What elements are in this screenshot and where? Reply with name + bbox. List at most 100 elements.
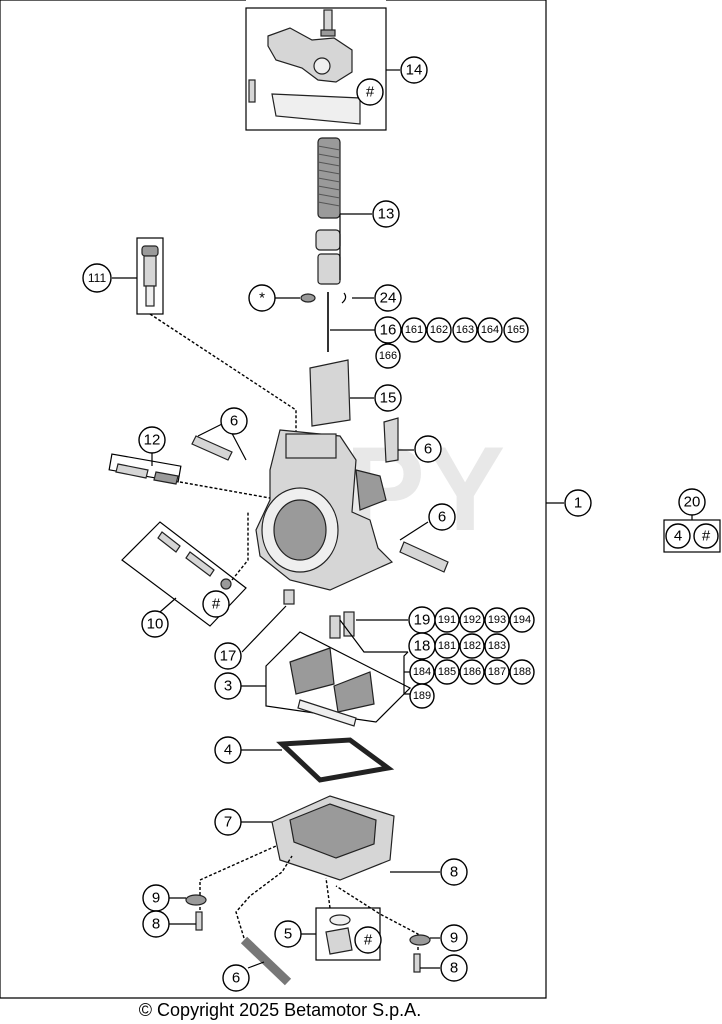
callout-4[interactable]: 4 [214,736,242,764]
callout-111[interactable]: 111 [82,263,112,293]
svg-text:12: 12 [144,432,161,449]
svg-text:#: # [364,932,373,949]
callout-188[interactable]: 188 [509,659,535,685]
svg-text:3: 3 [224,678,232,695]
callout-18[interactable]: 18 [408,632,436,660]
callout-165[interactable]: 165 [503,317,529,343]
callout-1[interactable]: 1 [564,489,592,517]
callout-hash-10[interactable]: # [202,590,230,618]
svg-text:#: # [212,596,221,613]
callout-185[interactable]: 185 [434,659,460,685]
svg-text:184: 184 [413,666,431,678]
callout-8-left[interactable]: 8 [142,910,170,938]
callout-8-right[interactable]: 8 [440,858,468,886]
svg-text:*: * [259,290,265,307]
svg-text:16: 16 [380,322,397,339]
callout-5[interactable]: 5 [274,920,302,948]
callout-12[interactable]: 12 [138,426,166,454]
callout-6-right[interactable]: 6 [414,435,442,463]
callout-6-mid[interactable]: 6 [428,503,456,531]
svg-text:#: # [366,84,375,101]
svg-text:7: 7 [224,814,232,831]
svg-text:161: 161 [405,324,423,336]
callout-hash-kit[interactable]: # [693,523,719,549]
needle-jet-part [329,615,341,639]
callout-hash-5[interactable]: # [354,926,382,954]
callout-14[interactable]: 14 [400,56,428,84]
bowl-screw-part-2 [413,953,421,973]
svg-text:182: 182 [463,640,481,652]
svg-text:6: 6 [232,970,240,987]
callout-192[interactable]: 192 [459,607,485,633]
callout-8-bottom[interactable]: 8 [440,954,468,982]
callout-184[interactable]: 184 [409,659,435,685]
callout-181[interactable]: 181 [434,633,460,659]
air-screw-part [141,245,159,307]
top-cap-part [248,9,361,125]
svg-text:187: 187 [488,666,506,678]
callout-164[interactable]: 164 [477,317,503,343]
svg-text:1: 1 [574,495,582,512]
svg-text:165: 165 [507,324,525,336]
svg-text:189: 189 [413,690,431,702]
throttle-spring-part [315,137,341,285]
needle-washer-part [300,293,316,303]
callout-163[interactable]: 163 [452,317,478,343]
svg-text:19: 19 [414,612,431,629]
float-bowl-part [271,795,395,881]
callout-3[interactable]: 3 [214,672,242,700]
callout-186[interactable]: 186 [459,659,485,685]
svg-text:162: 162 [430,324,448,336]
callout-6-bottom[interactable]: 6 [222,964,250,992]
float-part [289,647,375,727]
overflow-hose-part [240,936,292,986]
svg-text:181: 181 [438,640,456,652]
svg-text:13: 13 [378,206,395,223]
callout-17[interactable]: 17 [214,642,242,670]
callout-star[interactable]: * [248,284,276,312]
drain-plug-part [325,914,353,955]
svg-text:6: 6 [230,413,238,430]
callout-13[interactable]: 13 [372,200,400,228]
svg-text:8: 8 [450,864,458,881]
callout-19[interactable]: 19 [408,606,436,634]
svg-text:14: 14 [406,62,423,79]
callout-182[interactable]: 182 [459,633,485,659]
svg-text:111: 111 [88,271,107,285]
callout-15[interactable]: 15 [374,384,402,412]
callout-16[interactable]: 16 [374,316,402,344]
callout-193[interactable]: 193 [484,607,510,633]
hose-clip-part-2 [409,934,431,946]
svg-text:8: 8 [152,916,160,933]
svg-text:193: 193 [488,614,506,626]
svg-text:6: 6 [438,509,446,526]
callout-161[interactable]: 161 [401,317,427,343]
svg-text:4: 4 [224,742,232,759]
callout-162[interactable]: 162 [426,317,452,343]
callout-194[interactable]: 194 [509,607,535,633]
svg-text:191: 191 [438,614,456,626]
svg-text:163: 163 [456,324,474,336]
callout-166[interactable]: 166 [375,343,401,369]
svg-text:24: 24 [380,290,397,307]
pilot-screw-part [115,463,179,485]
svg-text:194: 194 [513,614,531,626]
svg-text:183: 183 [488,640,506,652]
svg-text:20: 20 [684,494,701,511]
callout-24[interactable]: 24 [374,284,402,312]
callout-hash-14[interactable]: # [356,78,384,106]
callout-187[interactable]: 187 [484,659,510,685]
callout-20[interactable]: 20 [678,488,706,516]
float-bowl-gasket-part [276,737,395,783]
callout-10[interactable]: 10 [141,610,169,638]
callout-189[interactable]: 189 [409,683,435,709]
callout-191[interactable]: 191 [434,607,460,633]
callout-9-left[interactable]: 9 [142,884,170,912]
callout-6-top[interactable]: 6 [220,407,248,435]
callout-7[interactable]: 7 [214,808,242,836]
svg-text:10: 10 [147,616,164,633]
callout-4-kit[interactable]: 4 [665,523,691,549]
callout-183[interactable]: 183 [484,633,510,659]
callout-9-right[interactable]: 9 [440,924,468,952]
